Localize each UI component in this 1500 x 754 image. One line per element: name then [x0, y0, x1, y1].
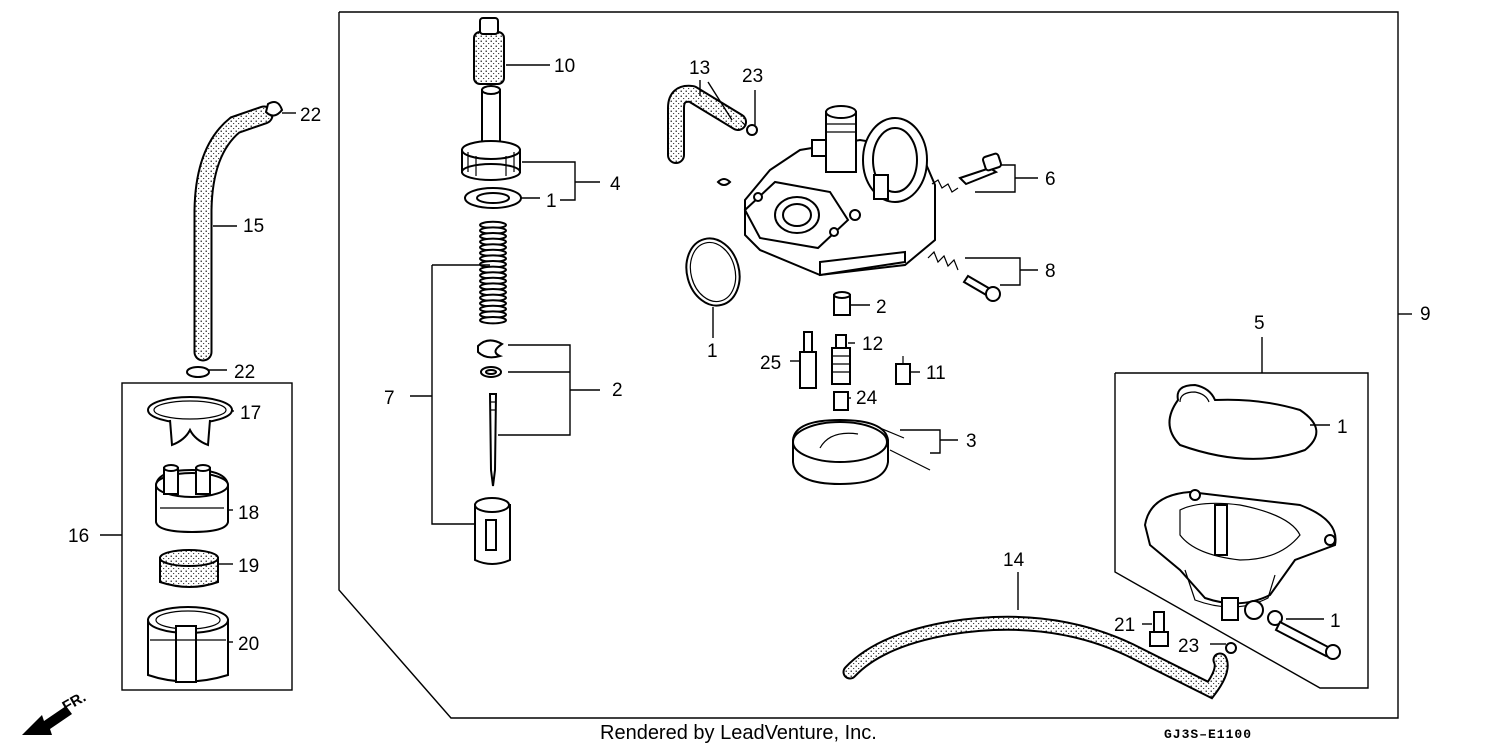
callout-2b: 2: [876, 297, 887, 318]
part-screw-8: [927, 250, 1001, 302]
part-housing-20: [147, 606, 229, 683]
callout-16: 16: [68, 526, 89, 547]
part-hose-14: [842, 615, 1229, 700]
front-direction-arrow: [22, 706, 72, 735]
callout-25: 25: [760, 353, 781, 374]
callout-13: 13: [689, 58, 710, 79]
callout-9: 9: [1420, 304, 1431, 325]
part-carburetor-body: [716, 105, 936, 277]
callout-6: 6: [1045, 169, 1056, 190]
callout-5: 5: [1254, 313, 1265, 334]
callout-8: 8: [1045, 261, 1056, 282]
part-screw-6: [931, 152, 1002, 193]
callout-12: 12: [862, 334, 883, 355]
part-clip-22-top: [264, 101, 284, 117]
callout-2a: 2: [612, 380, 623, 401]
part-washer-1: [464, 187, 522, 209]
callout-19: 19: [238, 556, 259, 577]
leader-lines: [100, 64, 1412, 645]
leader-line: [965, 257, 1021, 286]
part-filter-19: [159, 549, 219, 588]
part-float-valve-11: [895, 356, 911, 385]
diagram-code: GJ3S–E1100: [1164, 727, 1252, 742]
callout-23b: 23: [1178, 636, 1199, 657]
callout-24: 24: [856, 388, 878, 409]
part-float-3: [792, 418, 931, 486]
callout-3: 3: [966, 431, 977, 452]
part-drain-screw: [1274, 620, 1341, 660]
part-jet-12: [831, 334, 851, 385]
callout-1c: 1: [1337, 417, 1348, 438]
part-drain-oring-1: [1244, 600, 1283, 626]
callout-22a: 22: [300, 105, 321, 126]
leader-line: [431, 265, 475, 525]
part-clip-23: [741, 121, 758, 136]
footer-credit: Rendered by LeadVenture, Inc.: [600, 722, 877, 744]
part-jet-24: [833, 391, 849, 411]
part-clip-23-lower: [1225, 642, 1237, 654]
part-top-nut-4: [461, 85, 521, 181]
part-clip-2: [477, 339, 504, 378]
part-screw-21: [1149, 611, 1169, 647]
part-cap-10: [473, 17, 505, 85]
assembly-16-border: [121, 382, 293, 691]
leader-line: [900, 429, 941, 454]
callout-14: 14: [1003, 550, 1025, 571]
callout-15: 15: [243, 216, 264, 237]
callout-23a: 23: [742, 66, 763, 87]
leader-line: [498, 344, 571, 436]
callout-17: 17: [240, 403, 261, 424]
part-jet-needle: [488, 393, 498, 487]
leader-line: [522, 161, 576, 201]
part-spring: [479, 220, 507, 325]
callout-4: 4: [610, 174, 621, 195]
callout-21: 21: [1114, 615, 1135, 636]
assembly-5-border: [1114, 372, 1369, 689]
part-o-ring-1: [685, 237, 741, 307]
part-jet-25: [799, 331, 817, 389]
callout-18: 18: [238, 503, 259, 524]
callout-22b: 22: [234, 362, 255, 383]
callout-1d: 1: [1330, 611, 1341, 632]
callout-10: 10: [554, 56, 575, 77]
part-cap-18: [155, 464, 229, 534]
callout-20: 20: [238, 634, 259, 655]
assembly-9-border: [338, 11, 1399, 719]
part-clamp-17: [147, 396, 233, 447]
part-clip-22-bottom: [186, 366, 210, 378]
part-hose-13: [667, 84, 747, 164]
callout-11: 11: [926, 363, 946, 384]
part-throttle-valve: [474, 497, 511, 565]
part-float-chamber: [1143, 489, 1337, 621]
part-float-chamber-gasket-1: [1168, 383, 1318, 460]
callout-1a: 1: [546, 191, 557, 212]
leader-line: [707, 81, 733, 121]
callout-1b: 1: [707, 341, 718, 362]
callout-7: 7: [384, 388, 395, 409]
spring-coil: [479, 316, 507, 325]
part-main-jet-2: [833, 291, 851, 316]
part-hose-15: [193, 105, 274, 362]
